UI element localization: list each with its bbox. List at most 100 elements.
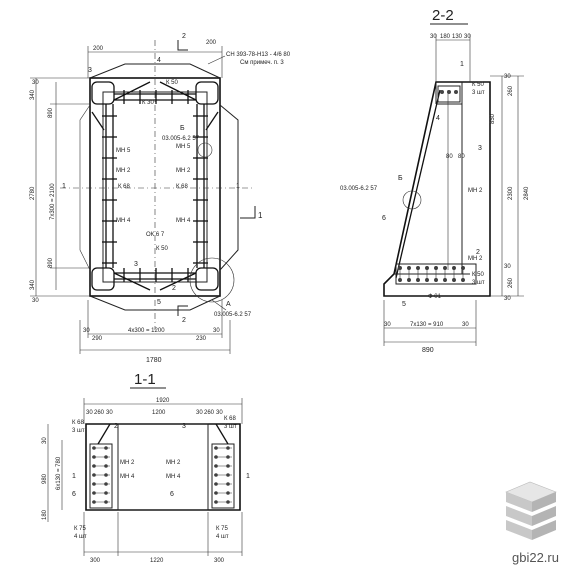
sec22-right-260a: 260 — [508, 85, 514, 96]
sec22-3sht-top: 3 шт — [472, 90, 485, 96]
sec22-bottom-30b: 30 — [462, 322, 469, 328]
plan-callout-mn5-right: МН 5 — [176, 144, 191, 150]
watermark-logo-icon — [505, 481, 557, 540]
sec22-pos5: 5 — [402, 301, 406, 308]
plan-pos-1: 1 — [62, 183, 66, 190]
plan-bottom-dim-230: 230 — [196, 336, 207, 342]
sec22-bottom-910: 7x130 = 910 — [410, 322, 444, 328]
sec11-pos6-left: 6 — [72, 491, 76, 498]
sec11-top-30a: 30 — [86, 410, 93, 416]
plan-callout-mn4-right: МН 4 — [176, 218, 191, 224]
sec22-top-30a: 30 — [430, 34, 437, 40]
plan-left-dim-30b: 30 — [32, 298, 39, 304]
plan-callout-ref-b: 03.005-6.2 57 — [162, 136, 200, 142]
section-2-2: 2-2 30 180 130 30 30 260 850 2300 2840 3… — [340, 7, 530, 354]
sec11-k75-right: К 75 — [216, 526, 228, 532]
sec11-top-1920: 1920 — [156, 398, 170, 404]
sec11-mn4-right: МН 4 — [166, 474, 181, 480]
plan-pos-3: 3 — [88, 67, 92, 74]
section-mark-1: 1 — [258, 211, 263, 220]
sec11-mn2-left: МН 2 — [120, 460, 135, 466]
sec22-mn2b: МН 2 — [468, 256, 483, 262]
sec22-b: Б — [398, 175, 403, 182]
plan-left-dim-30a: 30 — [32, 80, 39, 86]
plan-callout-mn4-left: МН 4 — [116, 218, 131, 224]
sec22-pos3: 3 — [478, 145, 482, 152]
sec11-left-30: 30 — [42, 437, 48, 444]
sec22-80a: 80 — [446, 154, 453, 160]
section-mark-2-bottom: 2 — [182, 317, 186, 324]
sec22-top-bar-dot — [440, 90, 444, 94]
sec22-ref: 03.005-6.2 57 — [340, 186, 378, 192]
plan-bottom-dim-290: 290 — [92, 336, 103, 342]
plan-stirrup-ticks — [102, 90, 208, 282]
watermark-text: gbi22.ru — [512, 550, 559, 565]
sec11-top-30b: 30 — [106, 410, 113, 416]
sec22-right-2840: 2840 — [524, 186, 530, 200]
plan-callout-mn2-left: МН 2 — [116, 168, 131, 174]
sec22-right-30a: 30 — [504, 74, 511, 80]
sec11-top-30d: 30 — [216, 410, 223, 416]
sec22-right-260b: 260 — [508, 277, 514, 288]
sec11-bottom-1220: 1220 — [150, 558, 164, 564]
sec11-3sht-left: 3 шт — [72, 428, 85, 434]
sec22-80b: 80 — [458, 154, 465, 160]
sec11-3sht-right: 3 шт — [224, 424, 237, 430]
plan-bottom-dim-1200: 4x300 = 1200 — [128, 328, 165, 334]
sec11-top-260b: 260 — [204, 410, 215, 416]
sec22-pos6: 6 — [382, 215, 386, 222]
sec11-pos1-left: 1 — [72, 473, 76, 480]
sec22-bottom-890: 890 — [422, 347, 434, 354]
section-2-2-title: 2-2 — [432, 7, 454, 24]
sec11-4sht-right: 4 шт — [216, 534, 229, 540]
sec22-right-30b: 30 — [504, 264, 511, 270]
plan-left-dim-stirrups: 7x300 = 2100 — [50, 183, 56, 220]
sec22-right-30c: 30 — [504, 296, 511, 302]
plan-callout-k30: К 30 — [142, 100, 154, 106]
plan-pos-2: 2 — [172, 285, 176, 292]
section-mark-2-top: 2 — [182, 33, 186, 40]
plan-pos-4: 4 — [157, 57, 161, 64]
sec11-k68-right: К 68 — [224, 416, 236, 422]
plan-callout-b: Б — [180, 125, 185, 132]
sec11-top-30c: 30 — [196, 410, 203, 416]
plan-callout-ref-a: 03.005-6.2 57 — [214, 312, 252, 318]
sec22-right-850: 850 — [490, 113, 496, 124]
plan-left-dim-340b: 340 — [30, 279, 36, 290]
sec11-pos2: 2 — [114, 423, 118, 430]
sec11-mn2-right: МН 2 — [166, 460, 181, 466]
plan-note-see: См примеч. п. 3 — [240, 60, 284, 66]
plan-bottom-dim-30b: 30 — [213, 328, 220, 334]
plan-callout-a: А — [226, 301, 231, 308]
sec11-bottom-300a: 300 — [90, 558, 101, 564]
sec11-top-260a: 260 — [94, 410, 105, 416]
plan-pos-3b: 3 — [134, 261, 138, 268]
sec22-f01: Ф 01 — [428, 294, 442, 300]
sec11-bottom-300b: 300 — [214, 558, 225, 564]
watermark: gbi22.ru — [505, 481, 559, 565]
sec22-k50-top: К 50 — [472, 82, 484, 88]
section-1-1-title: 1-1 — [134, 371, 156, 388]
plan-note-sn: СН 393-78-Н13 - 4/6 80 — [226, 52, 291, 58]
sec22-mn2: МН 2 — [468, 188, 483, 194]
sec11-pos6-right: 6 — [170, 491, 174, 498]
sec11-pos3: 3 — [182, 423, 186, 430]
sec22-pos4: 4 — [436, 115, 440, 122]
plan-top-dim-right: 200 — [206, 40, 217, 46]
sec22-top-bar-dot — [447, 90, 451, 94]
section-2-2-bars — [398, 90, 465, 282]
sec22-top-130: 130 — [452, 34, 463, 40]
sec11-left-180: 180 — [42, 509, 48, 520]
sec22-right-2300: 2300 — [508, 186, 514, 200]
plan-callout-mn2-right: МН 2 — [176, 168, 191, 174]
plan-bottom-dim-total: 1780 — [146, 357, 162, 364]
section-1-1: 1-1 1920 30 260 30 1200 30 260 30 К 68 3… — [42, 371, 250, 564]
sec11-k75-left: К 75 — [74, 526, 86, 532]
plan-view: 2 2 1 200 200 3 4 2 5 1 1 3 30 340 890 2… — [30, 33, 291, 364]
plan-callout-k50-top: К 50 — [166, 80, 178, 86]
plan-pos-1r: 1 — [236, 183, 240, 190]
sec11-pos1-right: 1 — [246, 473, 250, 480]
plan-callout-k68-right: К 68 — [176, 184, 188, 190]
sec22-top-30b: 30 — [464, 34, 471, 40]
